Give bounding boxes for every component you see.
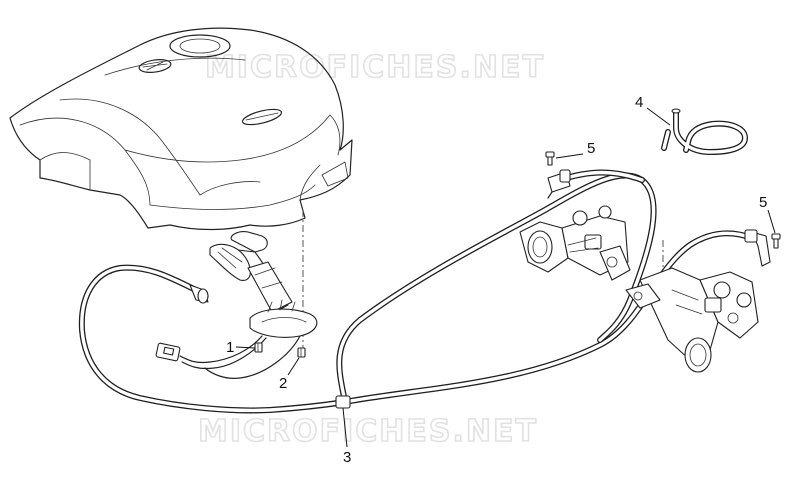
throttle-body-left <box>519 205 631 281</box>
screw-5-right <box>771 233 781 249</box>
screw-5-left <box>545 151 555 166</box>
fuel-tank <box>9 27 353 231</box>
fuel-pump <box>155 231 318 379</box>
callout-2: 2 <box>279 375 287 392</box>
fuel-hose <box>78 169 755 414</box>
callout-5-left: 5 <box>587 140 595 157</box>
screw-1 <box>254 342 263 353</box>
callout-1: 1 <box>226 339 234 356</box>
throttle-body-right <box>625 267 759 373</box>
callout-5-right: 5 <box>759 194 767 211</box>
watermark-top: MICROFICHES.NET <box>205 50 545 85</box>
screw-2 <box>297 347 306 358</box>
hose-fitting-right <box>744 229 771 267</box>
callout-4: 4 <box>635 94 643 111</box>
watermark-bottom: MICROFICHES.NET <box>198 414 538 449</box>
hose-fitting-left <box>547 169 571 199</box>
leader-lines <box>235 107 776 448</box>
callout-3: 3 <box>343 449 351 466</box>
vent-hose <box>661 108 748 155</box>
